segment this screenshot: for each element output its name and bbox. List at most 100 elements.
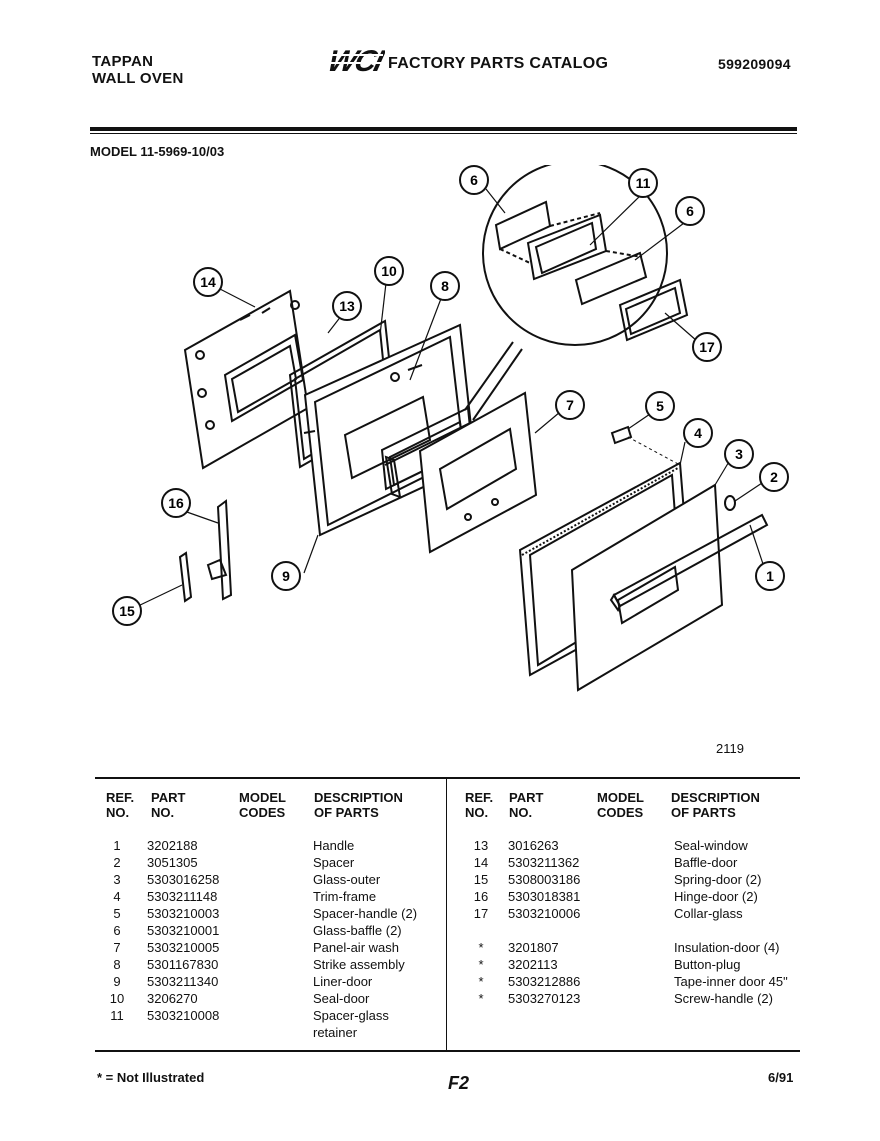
part-number-cell: 3206270 [147, 991, 198, 1006]
part-number-cell: 5303018381 [508, 889, 581, 904]
callout-10: 10 [374, 256, 404, 286]
callout-3: 3 [724, 439, 754, 469]
svg-text:4: 4 [694, 425, 702, 441]
callout-16: 16 [161, 488, 191, 518]
figure-number: 2119 [716, 741, 744, 756]
description-cell: Hinge-door (2) [674, 889, 758, 904]
page-label: F2 [448, 1073, 470, 1093]
description-cell: Glass-outer [313, 872, 381, 887]
ref-cell: * [478, 957, 484, 972]
part-number-cell: 3202113 [508, 957, 558, 972]
description-cell: Spring-door (2) [674, 872, 762, 887]
svg-text:6: 6 [470, 172, 478, 188]
logo-text: WCI [325, 44, 385, 76]
ref-cell: 14 [473, 855, 489, 870]
svg-text:3: 3 [735, 446, 743, 462]
callout-2: 2 [759, 462, 789, 492]
table-bottom-rule [95, 1050, 800, 1052]
part-number-cell: 5303211362 [508, 855, 580, 870]
part-number-cell: 5303210003 [147, 906, 220, 921]
part-spacer-handle [610, 425, 681, 466]
callout-14: 14 [193, 267, 223, 297]
description-cell: Spacer-handle (2) [313, 906, 418, 921]
part-number-cell: 3202188 [147, 838, 198, 853]
callout-5: 5 [645, 391, 675, 421]
svg-text:5: 5 [656, 398, 664, 414]
description-cell: Trim-frame [313, 889, 377, 904]
ref-cell: 5 [113, 906, 121, 921]
svg-text:9: 9 [282, 568, 290, 584]
svg-text:10: 10 [381, 263, 397, 279]
description-cell: Strike assembly [313, 957, 405, 972]
description-cell: Spacer-glass [313, 1008, 389, 1023]
callout-15: 15 [112, 596, 142, 626]
svg-text:13: 13 [339, 298, 355, 314]
description-cell: Collar-glass [674, 906, 743, 921]
svg-text:7: 7 [566, 397, 574, 413]
svg-text:15: 15 [119, 603, 135, 619]
revision-date: 6/91 [768, 1070, 794, 1085]
part-collar-glass [618, 278, 689, 342]
svg-text:2: 2 [770, 469, 778, 485]
ref-cell: 2 [113, 855, 121, 870]
callout-7: 7 [555, 390, 585, 420]
header-ref: REF.NO. [106, 790, 135, 820]
ref-cell: 16 [473, 889, 489, 904]
callout-1: 1 [755, 561, 785, 591]
callout-6: 6 [675, 196, 705, 226]
svg-text:17: 17 [699, 339, 715, 355]
ref-cell: 8 [113, 957, 121, 972]
magnified-glass-parts [494, 200, 648, 306]
document-number: 599209094 [718, 56, 791, 72]
callout-8: 8 [430, 271, 460, 301]
description-cell: Glass-baffle (2) [313, 923, 402, 938]
ref-cell: 9 [113, 974, 121, 989]
description-cell: Baffle-door [674, 855, 738, 870]
svg-text:6: 6 [686, 203, 694, 219]
ref-cell: * [478, 974, 484, 989]
ref-cell: 11 [110, 1008, 124, 1023]
description-cell: Insulation-door (4) [674, 940, 780, 955]
svg-text:11: 11 [636, 175, 651, 191]
description-cell: Seal-door [313, 991, 370, 1006]
part-hinge-door [206, 499, 233, 601]
description-cell: Tape-inner door 45" [674, 974, 788, 989]
description-cell: Handle [313, 838, 355, 853]
description-cell: Panel-air wash [313, 940, 399, 955]
ref-cell: * [478, 940, 484, 955]
svg-text:16: 16 [168, 495, 184, 511]
part-number-cell: 5303270123 [508, 991, 581, 1006]
header-rule [90, 127, 797, 131]
part-number-cell: 5303212886 [508, 974, 581, 989]
header-ref-right: REF.NO. [465, 790, 494, 820]
description-cell: Liner-door [313, 974, 373, 989]
ref-cell: 4 [113, 889, 121, 904]
description-cell: retainer [313, 1025, 358, 1040]
svg-text:8: 8 [441, 278, 449, 294]
table-top-rule [95, 777, 800, 779]
ref-cell: 17 [473, 906, 489, 921]
part-number-cell: 5303211148 [147, 889, 218, 904]
brand-block: TAPPAN WALL OVEN [92, 53, 184, 87]
svg-text:1: 1 [766, 568, 774, 584]
part-number-cell: 5303211340 [147, 974, 219, 989]
part-number-cell: 3051305 [147, 855, 198, 870]
exploded-parts-diagram: 1 2 3 4 5 6 7 8 9 10 11 13 14 15 16 17 6 [112, 165, 789, 692]
ref-cell: 6 [113, 923, 121, 938]
part-glass-outer [570, 483, 724, 692]
ref-cell: 10 [109, 991, 125, 1006]
ref-cell: 15 [473, 872, 489, 887]
part-number-cell: 5303016258 [147, 872, 220, 887]
description-cell: Spacer [313, 855, 355, 870]
header-rule-thin [90, 133, 797, 134]
part-number-cell: 5301167830 [147, 957, 219, 972]
callout-4: 4 [683, 418, 713, 448]
part-panel-air-wash [418, 391, 538, 554]
ref-cell: 1 [113, 838, 121, 853]
catalog-title: FACTORY PARTS CATALOG [388, 55, 609, 72]
description-cell: Button-plug [674, 957, 741, 972]
description-cell: Seal-window [674, 838, 748, 853]
